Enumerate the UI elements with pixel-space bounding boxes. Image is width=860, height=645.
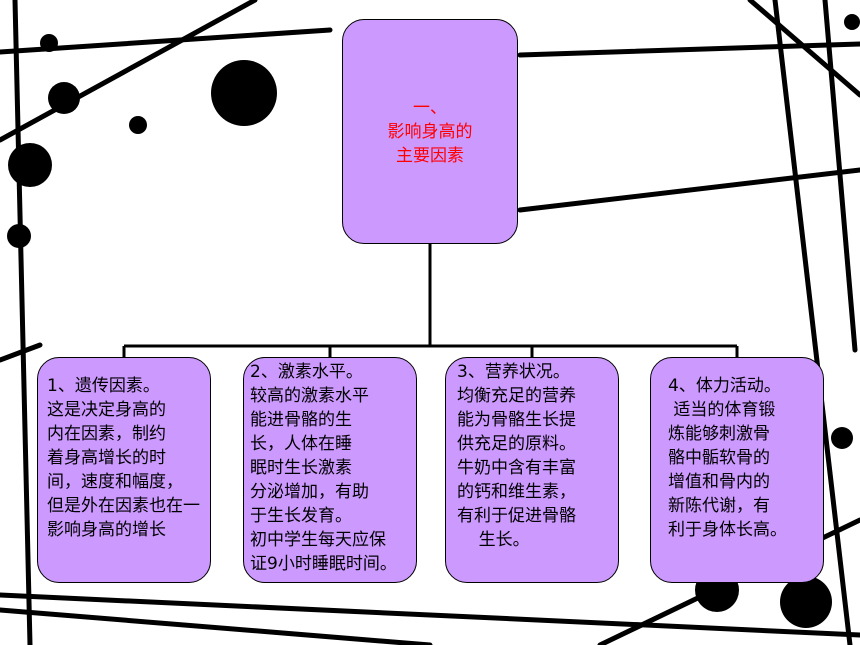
node-text-line: 2、激素水平。	[250, 362, 363, 382]
decor-line	[0, 0, 258, 143]
node-text-line: 初中学生每天应保	[250, 530, 386, 550]
decor-dot	[844, 14, 860, 30]
decor-line	[12, 0, 33, 645]
node-text-line: 这是决定身高的	[47, 400, 166, 420]
node-text-line: 的钙和维生素，	[457, 482, 576, 502]
decor-line	[0, 607, 433, 645]
decor-line	[772, 0, 853, 645]
decor-dot	[129, 116, 147, 134]
root-line: 主要因素	[396, 145, 464, 166]
node-text-line: 牛奶中含有丰富	[457, 458, 576, 478]
node-text-line: 眠时生长激素	[250, 458, 352, 478]
decor-line	[0, 592, 860, 638]
node-text-line: 利于身体长高。	[668, 520, 787, 540]
node-text-line: 长，人体在睡	[250, 434, 352, 454]
child-node-hormone: 2、激素水平。 较高的激素水平 能进骨骼的生 长，人体在睡 眠时生长激素 分泌增…	[243, 357, 417, 583]
node-text-line: 于生长发育。	[250, 506, 352, 526]
node-text-line: 新陈代谢，有	[668, 496, 770, 516]
node-text-line: 4、体力活动。	[668, 376, 781, 396]
node-text-line: 间，速度和幅度，	[47, 472, 183, 492]
node-text-line: 骼中骺软骨的	[668, 448, 770, 468]
node-text-line: 供充足的原料。	[457, 434, 576, 454]
node-text-line: 增值和骨内的	[668, 472, 770, 492]
node-text-line: 1、遗传因素。	[47, 376, 160, 396]
decor-dot	[8, 143, 52, 187]
root-node-box: 一、 影响身高的 主要因素	[342, 19, 518, 244]
decor-dot	[7, 224, 31, 248]
child-node-physical-activity: 4、体力活动。 适当的体育锻 炼能够刺激骨 骼中骺软骨的 增值和骨内的 新陈代谢…	[650, 357, 824, 583]
node-text-line: 3、营养状况。	[457, 362, 570, 382]
child-node-nutrition: 3、营养状况。 均衡充足的营养 能为骨骼生长提 供充足的原料。 牛奶中含有丰富 …	[445, 357, 619, 583]
root-line: 一、	[413, 97, 447, 118]
node-text-line: 内在因素，制约	[47, 424, 166, 444]
node-text-line: 分泌增加，有助	[250, 482, 369, 502]
decor-line	[0, 342, 43, 363]
node-text-line: 着身高增长的时	[47, 448, 166, 468]
decor-dot	[211, 60, 277, 126]
decor-line	[747, 0, 860, 98]
decor-dot	[48, 82, 80, 114]
decor-dot	[40, 34, 58, 52]
node-text-line: 均衡充足的营养	[457, 386, 576, 406]
node-text-line: 有利于促进骨骼	[457, 506, 576, 526]
decor-dot	[780, 576, 832, 628]
child-node-heredity: 1、遗传因素。 这是决定身高的 内在因素，制约 着身高增长的时 间，速度和幅度，…	[37, 357, 211, 583]
decor-line	[517, 167, 860, 213]
root-line: 影响身高的	[387, 121, 473, 142]
node-text-line: 炼能够刺激骨	[668, 424, 770, 444]
node-text-line: 能进骨骼的生	[250, 410, 352, 430]
node-text-line: 较高的激素水平	[250, 386, 369, 406]
decor-dot	[831, 427, 853, 449]
node-text-line: 能为骨骼生长提	[457, 410, 576, 430]
node-text-line: 但是外在因素也在一	[47, 496, 200, 516]
node-text-line: 影响身高的增长	[47, 520, 166, 540]
decor-line	[822, 0, 858, 353]
node-text-line: 生长。	[457, 530, 530, 550]
node-text-line: 适当的体育锻	[668, 400, 776, 420]
node-text-line: 证9小时睡眠时间。	[250, 554, 397, 574]
